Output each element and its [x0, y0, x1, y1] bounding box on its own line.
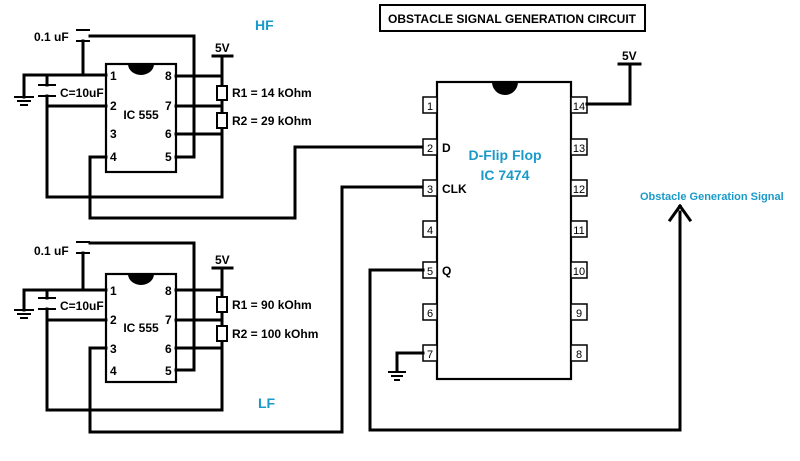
flipflop-pin-7: 7	[427, 349, 433, 361]
flipflop-ground-icon	[388, 371, 406, 381]
flipflop-vcc-wire	[585, 62, 642, 106]
hf-trigger-loop	[45, 94, 224, 199]
lf-pin5-wire	[88, 241, 196, 372]
lf-ic-label: IC 555	[123, 321, 159, 335]
lf-pin-1: 1	[110, 284, 117, 298]
lf-pin-2: 2	[110, 313, 117, 327]
lf-timer-circuit: IC 555 1 2 3 4 8 7 6 5 5V R1 = 90 kOhm R…	[14, 185, 430, 434]
flipflop-pin-3: 3	[427, 184, 433, 196]
flipflop-pin-4: 4	[427, 225, 433, 237]
lf-r2-label: R2 = 100 kOhm	[232, 327, 318, 341]
hf-cap-large-label: C=10uF	[60, 86, 104, 100]
lf-pin-3: 3	[110, 342, 117, 356]
flipflop-q-label: Q	[442, 264, 451, 278]
output-label: Obstacle Generation Signal	[640, 191, 784, 203]
flipflop-pin-10: 10	[573, 266, 585, 278]
hf-ic-body	[104, 62, 178, 174]
lf-pin-4: 4	[110, 364, 117, 378]
hf-output-to-d-wire	[88, 145, 430, 220]
hf-r1-resistor	[216, 85, 228, 101]
flipflop-supply-label: 5V	[622, 49, 637, 63]
lf-cap-large-label: C=10uF	[60, 299, 104, 313]
flipflop-clk-label: CLK	[442, 182, 467, 196]
flipflop-pin-9: 9	[576, 308, 582, 320]
lf-pin-5: 5	[165, 364, 172, 378]
lf-ic-notch	[128, 274, 154, 285]
flipflop-pin-11: 11	[573, 225, 584, 237]
lf-supply-label: 5V	[215, 253, 230, 267]
output-arrow-icon	[667, 203, 693, 223]
lf-cap-small-label: 0.1 uF	[34, 244, 69, 258]
flipflop-pin-6: 6	[427, 308, 433, 320]
hf-pin-2: 2	[110, 99, 117, 113]
flipflop-pin-1: 1	[427, 101, 433, 113]
lf-cap-large-symbol	[38, 297, 56, 310]
lf-ic-body	[104, 272, 178, 384]
lf-vcc-wire	[174, 266, 234, 292]
hf-ic-notch	[128, 64, 154, 75]
lf-output-to-clk-wire	[88, 185, 430, 434]
flipflop-pin-13: 13	[573, 143, 585, 155]
hf-pin-5: 5	[165, 150, 172, 164]
lf-r1-resistor	[216, 296, 228, 313]
flipflop-pin-2: 2	[427, 143, 433, 155]
flipflop-ic-notch	[492, 82, 518, 95]
hf-vcc-wire	[174, 54, 234, 78]
lf-r2-resistor	[216, 325, 228, 342]
hf-pin-1: 1	[110, 69, 117, 83]
hf-timer-circuit: IC 555 1 2 3 4 8 7 6 5 5V R1 = 14 kOhm R…	[14, 17, 430, 220]
lf-label: LF	[258, 395, 276, 411]
lf-r1-label: R1 = 90 kOhm	[232, 298, 312, 312]
hf-r2-label: R2 = 29 kOhm	[232, 114, 312, 128]
hf-pin5-wire	[88, 34, 196, 159]
lf-ground-icon	[14, 309, 34, 319]
hf-cap-small-symbol	[76, 29, 90, 42]
hf-pin-8: 8	[165, 69, 172, 83]
flipflop-pin-8: 8	[576, 349, 582, 361]
hf-label: HF	[255, 17, 274, 33]
lf-cap-small-symbol	[76, 241, 90, 254]
page-title: OBSTACLE SIGNAL GENERATION CIRCUIT	[388, 12, 637, 26]
hf-supply-label: 5V	[215, 41, 230, 55]
lf-ground-rail	[22, 288, 108, 312]
hf-r1-label: R1 = 14 kOhm	[232, 86, 312, 100]
flipflop-q-output-wire	[368, 210, 682, 432]
hf-pin-3: 3	[110, 127, 117, 141]
title-box: OBSTACLE SIGNAL GENERATION CIRCUIT	[379, 4, 646, 32]
flipflop-pin-12: 12	[573, 184, 585, 196]
flipflop-right-pins: 14 13 12 11 10 9 8	[570, 96, 588, 362]
flipflop-left-pins: 1 2 3 4 5 6 7	[422, 96, 438, 362]
lf-pin-6: 6	[165, 342, 172, 356]
flipflop-d-label: D	[442, 141, 451, 155]
flipflop-circuit: D-Flip Flop IC 7474 1 2 3 4 5 6 7	[368, 49, 784, 432]
hf-cap-large-symbol	[38, 84, 56, 97]
hf-ground-icon	[14, 96, 34, 106]
hf-r2-resistor	[216, 112, 228, 129]
hf-pin-7: 7	[165, 99, 172, 113]
lf-trigger-loop	[45, 307, 224, 412]
hf-ground-rail	[22, 73, 108, 99]
flipflop-name: D-Flip Flop	[468, 147, 541, 163]
hf-ic-label: IC 555	[123, 108, 159, 122]
flipflop-ic-body	[435, 80, 573, 381]
flipflop-pin-14: 14	[573, 101, 585, 113]
flipflop-ground-wire	[395, 351, 425, 372]
flipflop-part: IC 7474	[480, 167, 529, 183]
hf-pin-6: 6	[165, 127, 172, 141]
hf-pin-4: 4	[110, 150, 117, 164]
flipflop-pin-5: 5	[427, 266, 433, 278]
lf-pin-7: 7	[165, 313, 172, 327]
hf-cap-small-label: 0.1 uF	[34, 30, 69, 44]
lf-pin-8: 8	[165, 284, 172, 298]
